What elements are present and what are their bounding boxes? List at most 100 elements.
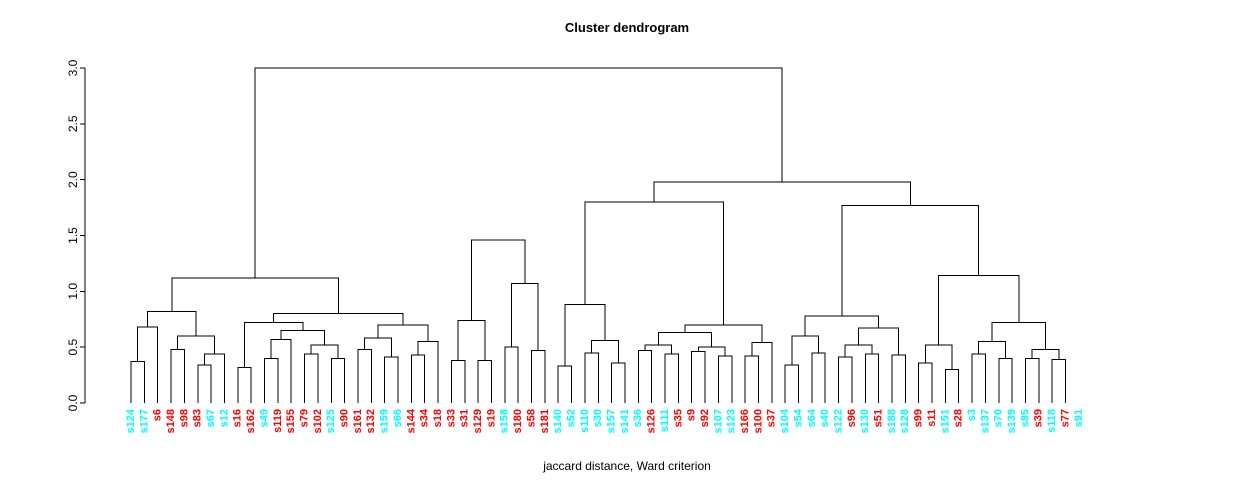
leaf-label: s19 [485, 409, 497, 427]
leaf-label: s110 [579, 409, 591, 433]
dendrogram-branch [384, 356, 399, 403]
leaf-label: s157 [606, 409, 618, 433]
dendrogram-branch [280, 329, 326, 345]
dendrogram-branch [637, 350, 653, 403]
dendrogram-tree [130, 67, 1066, 403]
leaf-label: s137 [979, 409, 991, 433]
leaf-label: s31 [459, 409, 471, 427]
leaf-label: s66 [392, 409, 404, 427]
leaf-label: s158 [499, 409, 511, 433]
leaf-label: s162 [245, 409, 257, 433]
y-axis-tick-label: 1.5 [66, 227, 80, 244]
leaf-label: s83 [192, 409, 204, 427]
dendrogram-branch [457, 319, 486, 361]
leaf-label: s144 [405, 408, 417, 433]
leaf-label: s52 [565, 409, 577, 427]
leaf-label: s64 [806, 408, 818, 427]
leaf-label: s9 [686, 409, 698, 421]
leaf-label: s148 [165, 409, 177, 433]
dendrogram-branch [237, 366, 252, 403]
dendrogram-branch [531, 350, 546, 403]
leaf-label: s3 [966, 409, 978, 421]
leaf-label: s188 [886, 409, 898, 433]
leaf-label: s85 [1019, 409, 1031, 427]
leaf-label: s98 [178, 409, 190, 427]
leaf-label: s123 [726, 409, 738, 433]
leaf-label: s40 [819, 409, 831, 427]
leaf-label: s51 [873, 409, 885, 427]
leaf-label: s128 [899, 409, 911, 433]
leaf-label: s119 [272, 409, 284, 433]
leaf-label: s6 [152, 409, 164, 421]
leaf-label: s100 [752, 409, 764, 433]
y-axis: 0.0 0.5 1.0 1.5 2.0 2.5 3.0 [66, 59, 86, 411]
page-title: Cluster dendrogram [565, 20, 689, 35]
y-axis-tick-label: 1.0 [66, 283, 80, 300]
leaf-label: s151 [939, 409, 951, 433]
dendrogram-branch [510, 283, 539, 351]
y-axis-tick-label: 0.0 [66, 394, 80, 411]
dendrogram-branch [591, 339, 619, 363]
dendrogram-branch [664, 353, 679, 403]
dendrogram-branch [477, 360, 492, 403]
leaf-label: s49 [258, 409, 270, 427]
leaf-label: s126 [646, 409, 658, 433]
leaf-label: s99 [913, 409, 925, 427]
leaf-label: s159 [379, 409, 391, 433]
leaf-label: s90 [339, 409, 351, 427]
y-axis-tick-label: 0.5 [66, 339, 80, 356]
leaf-label: s118 [1046, 409, 1058, 433]
leaf-label: s111 [659, 409, 671, 432]
leaf-label: s107 [712, 409, 724, 433]
leaf-label: s140 [552, 409, 564, 433]
leaf-label: s36 [632, 409, 644, 427]
leaf-label: s181 [539, 409, 551, 433]
leaf-label: s77 [1059, 409, 1071, 427]
y-axis-tick-label: 2.0 [66, 171, 80, 188]
dendrogram-branch [137, 326, 159, 403]
leaf-label: s166 [739, 409, 751, 433]
leaf-label: s92 [699, 409, 711, 427]
leaf-label: s12 [218, 409, 230, 427]
leaf-label: s141 [619, 409, 631, 433]
leaf-label: s18 [432, 409, 444, 427]
leaf-label: s11 [926, 409, 938, 427]
dendrogram-branch [203, 353, 225, 403]
dendrogram-branch [697, 346, 726, 357]
leaf-label: s58 [525, 409, 537, 427]
dendrogram-branch [971, 353, 986, 403]
dendrogram-branch [504, 346, 519, 403]
leaf-label: s122 [832, 409, 844, 433]
x-axis-label: jaccard distance, Ward criterion [542, 459, 711, 473]
leaf-label: s96 [846, 409, 858, 427]
dendrogram-branch [254, 67, 783, 278]
leaf-label: s130 [859, 409, 871, 433]
leaf-label: s28 [953, 409, 965, 427]
y-axis-tick-label: 2.5 [66, 115, 80, 132]
leaf-label: s155 [285, 409, 297, 433]
leaf-label: s132 [365, 409, 377, 433]
dendrogram-branch [864, 353, 880, 403]
leaf-label: s39 [1033, 409, 1045, 427]
leaf-label: s33 [445, 409, 457, 427]
dendrogram-branch [450, 360, 466, 403]
leaf-label: s91 [1073, 409, 1085, 427]
leaf-label: s125 [325, 409, 337, 433]
dendrogram-branch [838, 356, 853, 403]
leaf-label: s37 [766, 409, 778, 427]
leaf-label: s161 [352, 409, 364, 433]
leaf-label: s177 [138, 409, 150, 433]
leaf-label: s67 [205, 409, 217, 427]
leaf-label: s16 [232, 409, 244, 427]
leaf-label: s124 [125, 408, 137, 433]
leaf-label: s129 [472, 409, 484, 433]
leaf-label: s104 [779, 408, 791, 433]
leaf-label: s70 [993, 409, 1005, 427]
leaf-label: s180 [512, 409, 524, 433]
dendrogram-branch [304, 353, 319, 403]
y-axis-tick-label: 3.0 [66, 59, 80, 76]
